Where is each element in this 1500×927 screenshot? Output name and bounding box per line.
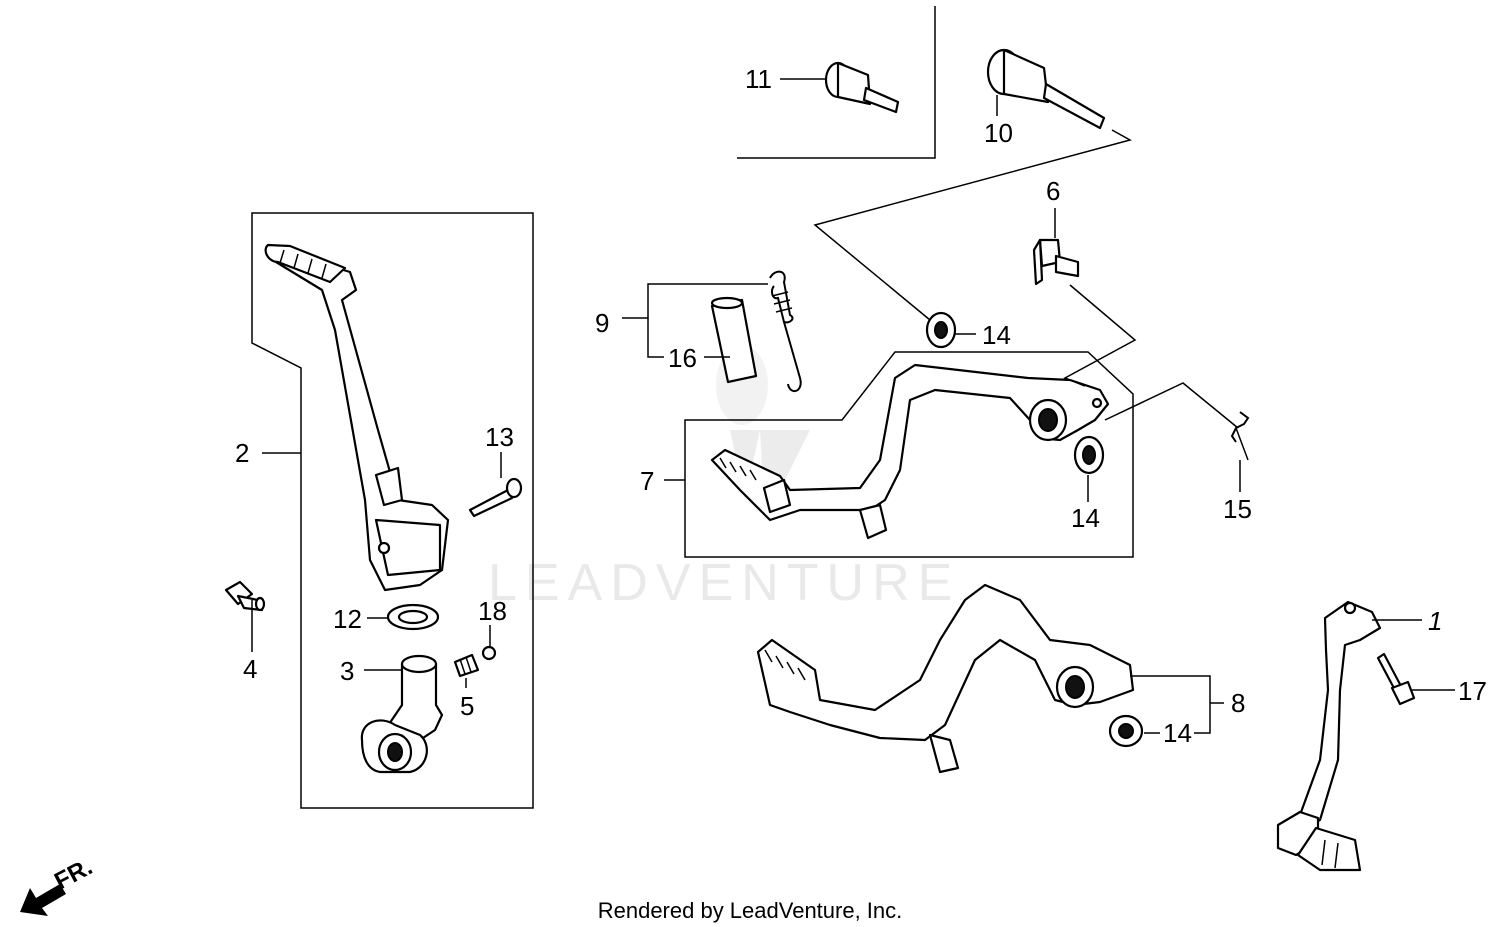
label-part-18: 18 (478, 596, 507, 626)
label-part-14-bottom: 14 (1163, 718, 1192, 748)
detent-ball[interactable] (481, 645, 497, 661)
label-part-14-mid: 14 (1071, 503, 1100, 533)
label-part-4: 4 (243, 654, 257, 684)
front-direction-indicator: FR. (20, 853, 97, 916)
label-part-15: 15 (1223, 494, 1252, 524)
rubber-cover[interactable] (710, 296, 758, 384)
label-part-14-top: 14 (982, 320, 1011, 350)
label-part-1: 1 (1428, 606, 1442, 636)
render-credit: Rendered by LeadVenture, Inc. (598, 898, 903, 923)
washer-bottom[interactable] (1108, 714, 1144, 748)
shift-pedal-group-box (684, 351, 1134, 558)
kickstarter-bolt[interactable] (468, 477, 523, 518)
label-part-9: 9 (595, 308, 609, 338)
pivot-bolt-large[interactable] (986, 48, 1106, 130)
label-part-3: 3 (340, 656, 354, 686)
label-part-11: 11 (745, 64, 772, 94)
brake-pedal-large[interactable] (756, 583, 1135, 774)
washer-top[interactable] (925, 311, 957, 349)
flange-bolt[interactable] (224, 580, 266, 612)
label-part-7: 7 (640, 466, 654, 496)
gearshift-bolt[interactable] (1376, 652, 1416, 706)
front-arrow-icon (20, 884, 66, 916)
label-part-16: 16 (668, 343, 697, 373)
pivot-bolt-small[interactable] (824, 61, 900, 114)
cotter-pin[interactable] (1230, 411, 1250, 461)
label-part-8: 8 (1231, 688, 1245, 718)
label-part-2: 2 (235, 438, 249, 468)
return-spring[interactable] (769, 270, 802, 393)
label-part-10: 10 (984, 118, 1013, 148)
gearshift-pedal[interactable] (1276, 600, 1382, 872)
leader-lines (251, 78, 1455, 734)
label-part-5: 5 (460, 691, 474, 721)
kickstarter-group-box (251, 212, 534, 809)
washer-mid[interactable] (1073, 435, 1105, 475)
label-part-13: 13 (485, 422, 514, 452)
kickstarter-spindle[interactable] (360, 654, 444, 774)
label-part-6: 6 (1046, 176, 1060, 206)
bolt-group-bracket (737, 6, 936, 159)
brake-pedal[interactable] (710, 363, 1110, 540)
linkage-joint[interactable] (1032, 238, 1080, 286)
seal-washer[interactable] (386, 603, 440, 631)
watermark-text: LEADVENTURE (488, 554, 960, 612)
watermark: LEADVENTURE (488, 345, 960, 612)
part-labels: 1 2 3 4 5 6 7 8 9 10 11 12 13 14 14 14 1… (235, 64, 1487, 748)
label-part-17: 17 (1458, 676, 1487, 706)
label-part-12: 12 (333, 604, 362, 634)
kickstarter-arm[interactable] (264, 243, 450, 592)
detent-spring[interactable] (453, 653, 480, 678)
